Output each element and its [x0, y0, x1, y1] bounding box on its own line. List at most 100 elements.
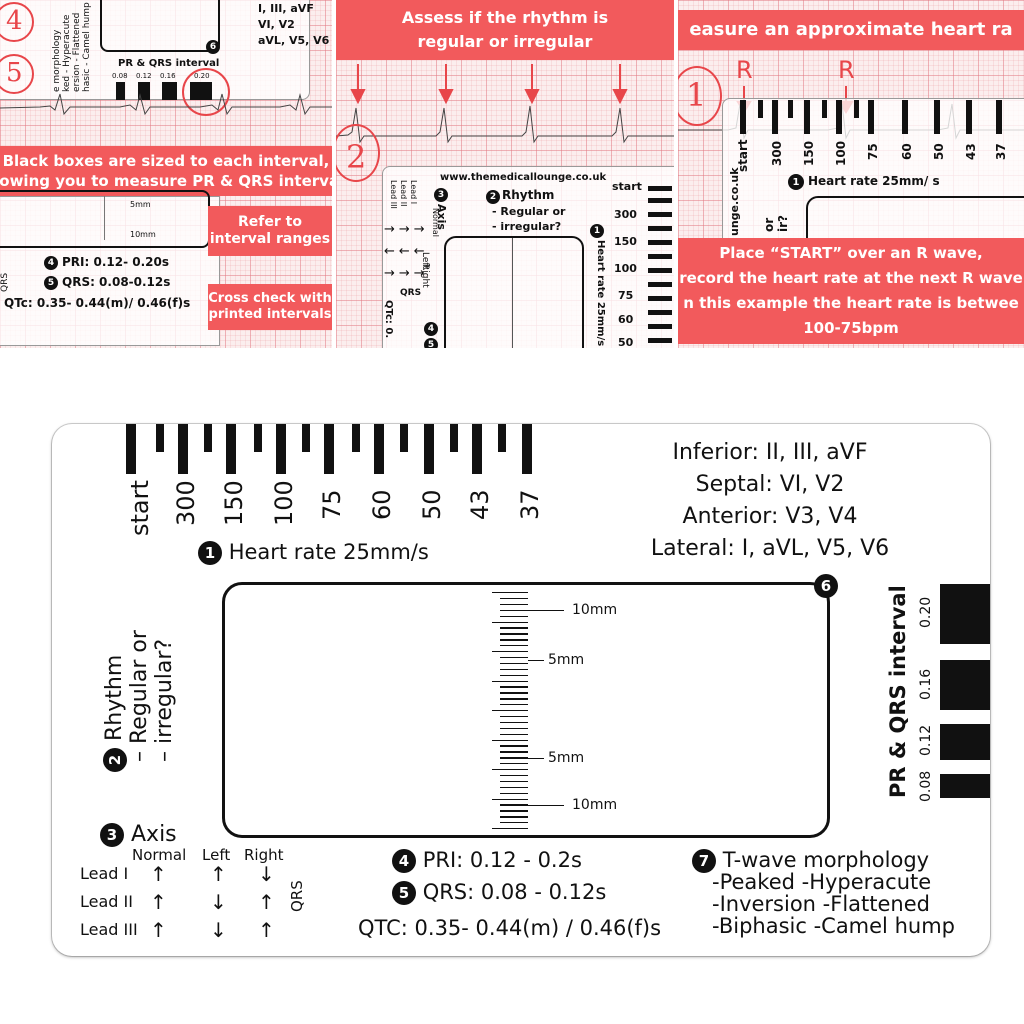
mm-tick: [500, 674, 528, 676]
rate-label: 60: [618, 313, 634, 326]
mm-tick: [500, 656, 528, 659]
side-text: ir?: [776, 215, 790, 232]
rate-tick-150: [226, 424, 236, 474]
rate-label: 75: [318, 489, 346, 520]
lead-group-lateral: Lateral: I, aVL, V5, V6: [650, 536, 890, 561]
mm-tick: [500, 627, 528, 629]
mm-tick: [492, 739, 528, 741]
badge-six: 6: [206, 40, 220, 54]
mm-tick: [492, 798, 528, 800]
mm-tick: [492, 592, 528, 594]
rate-tick-minor: [400, 424, 408, 452]
scale-label-5mm: 5mm: [548, 750, 585, 766]
rate-tick: [648, 310, 672, 315]
mm-scale: [492, 592, 532, 830]
axis-arrows: ←←←: [384, 244, 429, 259]
interval-box: [116, 82, 125, 100]
card-line: hasic - Camel hump: [82, 2, 92, 92]
rate-label: 150: [614, 235, 637, 248]
rate-tick-100: [276, 424, 286, 474]
rate-tick: [648, 186, 672, 191]
lead-group-anterior: Anterior: V3, V4: [682, 504, 858, 529]
rate-tick: [996, 100, 1002, 134]
r-mark: R: [838, 56, 855, 84]
rate-tick: [934, 100, 940, 134]
rate-tick: [648, 324, 672, 329]
heart-rate-label: 1 Heart rate 25mm/s: [198, 540, 429, 565]
interval-value: 0.16: [160, 72, 176, 80]
card-line: aVL, V5, V6: [258, 34, 330, 47]
mm-tick: [500, 763, 528, 765]
rate-tick: [648, 226, 672, 231]
mm-tick: [500, 721, 528, 724]
mm-tick: [500, 810, 528, 812]
rate-label: 150: [802, 140, 816, 166]
scale-label-10mm: 10mm: [572, 602, 618, 618]
side-text: or: [762, 217, 776, 232]
mm-tick: [500, 609, 528, 612]
banner-refer: Refer to interval ranges: [208, 206, 332, 256]
scale-pointer: [528, 660, 544, 661]
rate-label: 50: [418, 489, 446, 520]
rate-tick: [648, 296, 672, 301]
step-badge-6: 6: [814, 574, 838, 598]
interval-title: PR & QRS interval: [886, 585, 910, 798]
rate-tick-minor: [450, 424, 458, 452]
mm-tick: [500, 786, 528, 789]
qrs-text: QRS: 0.08-0.12s: [62, 275, 171, 289]
interval-value: 0.08: [112, 72, 128, 80]
rate-tick-minor: [352, 424, 360, 452]
mm-tick: [500, 704, 528, 706]
rate-tick-start: [126, 424, 136, 474]
qtc-text: QTc: 0.35- 0.44(m)/ 0.46(f)s: [4, 296, 191, 310]
mm-tick: [500, 603, 528, 606]
rate-tick: [648, 254, 672, 259]
mm-tick: [500, 745, 528, 747]
rate-tick: [648, 268, 672, 273]
lead-row-label: Lead II: [80, 892, 133, 911]
scale-pointer: [528, 758, 544, 759]
axis-col-left: Left: [202, 846, 231, 864]
axis-col-right: Right: [244, 846, 284, 864]
mm-tick: [500, 698, 528, 700]
rate-tick: [822, 100, 827, 118]
axis-arrow: ↑: [258, 918, 275, 942]
rate-label: 300: [614, 208, 637, 221]
banner-cross-check: Cross check with printed intervals: [208, 284, 332, 330]
highlight-circle: [182, 68, 230, 116]
mm-tick: [492, 769, 528, 771]
url-text: www.themedicallounge.co.uk: [440, 172, 607, 183]
rate-label: 37: [516, 489, 544, 520]
rate-tick-75: [324, 424, 334, 474]
highlight-circle: [336, 124, 380, 182]
interval-value: 0.12: [918, 724, 934, 756]
axis-arrow: ↓: [210, 890, 227, 914]
rate-tick: [836, 100, 842, 134]
qrs-text: 5 QRS: 0.08 - 0.12s: [392, 880, 606, 905]
ruler-photo: [0, 196, 220, 346]
rate-label: 43: [964, 143, 978, 160]
rate-label: 50: [618, 336, 634, 348]
rate-tick: [966, 100, 972, 134]
rhythm-title: Rhythm: [502, 188, 555, 202]
mm-tick: [500, 668, 528, 671]
card-line: VI, V2: [258, 18, 295, 31]
axis-arrow: ↑: [150, 862, 167, 886]
rate-label: 75: [618, 289, 634, 302]
step-badge-1: 1: [198, 541, 222, 565]
lead-row-label: Lead I: [80, 864, 129, 883]
rate-label: 100: [270, 480, 298, 526]
axis-arrow: ↑: [210, 862, 227, 886]
banner-measure: easure an approximate heart ra: [678, 10, 1024, 50]
ruler-photo: [382, 166, 674, 348]
ecg-trace: [0, 93, 332, 116]
rate-label: 300: [770, 140, 784, 166]
mm-tick: [500, 639, 528, 641]
rate-tick: [648, 212, 672, 217]
highlight-circle: [678, 66, 722, 126]
lead-group-septal: Septal: VI, V2: [695, 472, 845, 497]
interval-box-020: [940, 584, 990, 644]
badge-four: 4: [44, 256, 58, 270]
rate-tick: [758, 100, 763, 118]
interval-value: 0.20: [918, 596, 934, 628]
